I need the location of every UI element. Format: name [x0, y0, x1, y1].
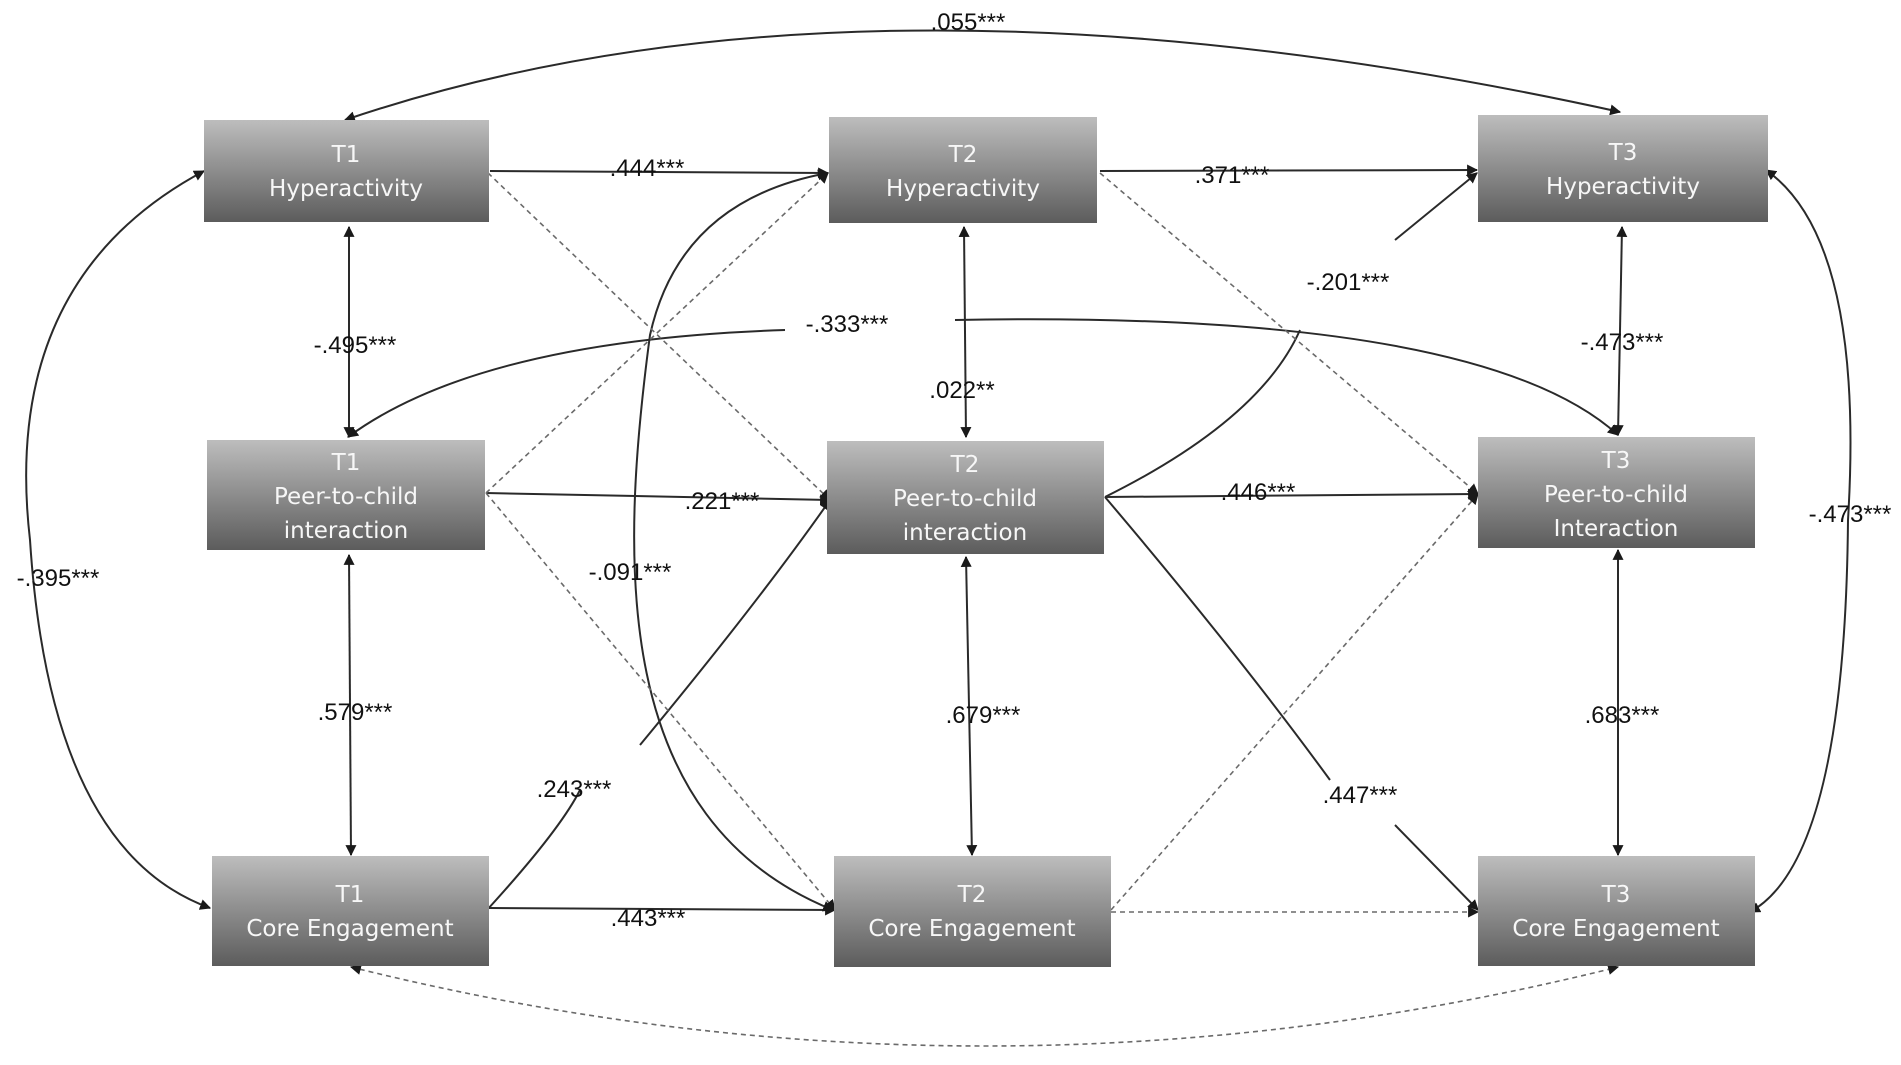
node-t2-core-line1: T2: [957, 882, 987, 908]
path-t1h-t1c: [25, 170, 212, 910]
path-t2c-t3p-dashed: [1110, 493, 1479, 911]
coef-t2h-t3h: .371***: [1195, 162, 1270, 189]
coef-t1h-t3h: .055***: [931, 9, 1006, 36]
node-t3-core-engagement: T3 Core Engagement: [1478, 856, 1755, 966]
path-t1c-t2c: [488, 904, 837, 916]
path-t1c-t2h: [633, 169, 835, 912]
path-t1h-t2h: [489, 167, 830, 179]
coef-t2h-t2p: .022**: [929, 377, 994, 404]
nodes: T1 Hyperactivity T2 Hyperactivity T3 Hyp…: [204, 115, 1768, 967]
coef-t1p-t2p: .221***: [685, 488, 760, 515]
node-t1-peer-line2: Peer-to-child: [274, 484, 418, 510]
node-t2-core-engagement: T2 Core Engagement: [834, 856, 1111, 967]
coef-t2p-t3c: .447***: [1323, 782, 1398, 809]
coef-t3p-t3c: .683***: [1585, 702, 1660, 729]
paths: [25, 29, 1852, 1047]
node-t1-peer-line1: T1: [331, 450, 361, 476]
path-t3h-t3p: [1612, 225, 1628, 437]
coef-t1c-t2c: .443***: [611, 905, 686, 932]
path-t2p-t3h: [1104, 173, 1477, 498]
node-t2-peer-line1: T2: [950, 452, 980, 478]
path-t1p-t1c: [343, 553, 357, 857]
node-t3-core-line2: Core Engagement: [1512, 916, 1719, 942]
node-t2-peer-to-child: T2 Peer-to-child interaction: [827, 441, 1104, 554]
node-t1-hyperactivity: T1 Hyperactivity: [204, 120, 489, 222]
node-t2-core-line2: Core Engagement: [868, 916, 1075, 942]
node-t3-core-line1: T3: [1601, 882, 1631, 908]
path-t2h-t3h: [1099, 164, 1479, 176]
path-t2h-t3p-dashed: [1099, 172, 1479, 495]
path-t1p-t2c-dashed: [485, 492, 836, 911]
node-t1-core-line1: T1: [335, 882, 365, 908]
path-t2p-t2c: [960, 555, 978, 857]
node-t1-core-engagement: T1 Core Engagement: [212, 856, 489, 966]
node-t3-peer-line3: Interaction: [1554, 516, 1679, 542]
coef-t1h-t1c: -.395***: [17, 565, 100, 592]
path-t1c-t3c-dashed: [349, 964, 1620, 1047]
path-t1p-t3p-right: [954, 318, 1619, 436]
node-t3-hyper-line2: Hyperactivity: [1546, 174, 1700, 200]
node-t1-peer-to-child: T1 Peer-to-child interaction: [207, 440, 485, 550]
path-t1p-t2h-dashed: [485, 172, 829, 494]
coef-t3h-t3p: -.473***: [1581, 329, 1664, 356]
node-t1-peer-line3: interaction: [284, 518, 408, 544]
coef-t2p-t2c: .679***: [946, 702, 1021, 729]
path-t1c-t2p: [486, 500, 830, 911]
path-t1h-t2p-dashed: [487, 172, 831, 501]
coefficients: .055*** .444*** .371*** -.495*** -.333**…: [17, 9, 1892, 932]
coef-t3h-t3c: -.473***: [1809, 501, 1892, 528]
node-t3-peer-to-child: T3 Peer-to-child Interaction: [1478, 437, 1755, 548]
node-t2-hyper-line1: T2: [948, 142, 978, 168]
node-t1-hyper-line1: T1: [331, 142, 361, 168]
coef-t2p-t3h: -.201***: [1307, 269, 1390, 296]
coef-t1h-t1p: -.495***: [314, 332, 397, 359]
coef-t2p-t3p: .446***: [1221, 479, 1296, 506]
node-t1-core-line2: Core Engagement: [246, 916, 453, 942]
node-t3-hyperactivity: T3 Hyperactivity: [1478, 115, 1768, 222]
coef-t1c-t2p: .243***: [537, 776, 612, 803]
coef-t1h-t2h: .444***: [610, 155, 685, 182]
path-t2h-t2p: [958, 225, 972, 439]
path-t3h-t3c: [1749, 169, 1852, 913]
node-t1-hyper-line2: Hyperactivity: [269, 176, 423, 202]
path-t2p-t3p: [1104, 488, 1480, 500]
node-t2-peer-line2: Peer-to-child: [893, 486, 1037, 512]
node-t3-hyper-line1: T3: [1608, 140, 1638, 166]
coef-t1p-t1c: .579***: [318, 699, 393, 726]
path-t1p-t3p: [347, 329, 786, 438]
path-t1h-t3h: [343, 29, 1622, 123]
node-t3-peer-line2: Peer-to-child: [1544, 482, 1688, 508]
coef-t1p-t3p: -.333***: [806, 311, 889, 338]
node-t2-peer-line3: interaction: [903, 520, 1027, 546]
coef-t1c-t2h: -.091***: [589, 559, 672, 586]
node-t2-hyper-line2: Hyperactivity: [886, 176, 1040, 202]
path-t2p-t3c: [1104, 496, 1478, 910]
path-t1p-t2p: [485, 492, 832, 506]
node-t3-peer-line1: T3: [1601, 448, 1631, 474]
node-t2-hyperactivity: T2 Hyperactivity: [829, 117, 1097, 223]
